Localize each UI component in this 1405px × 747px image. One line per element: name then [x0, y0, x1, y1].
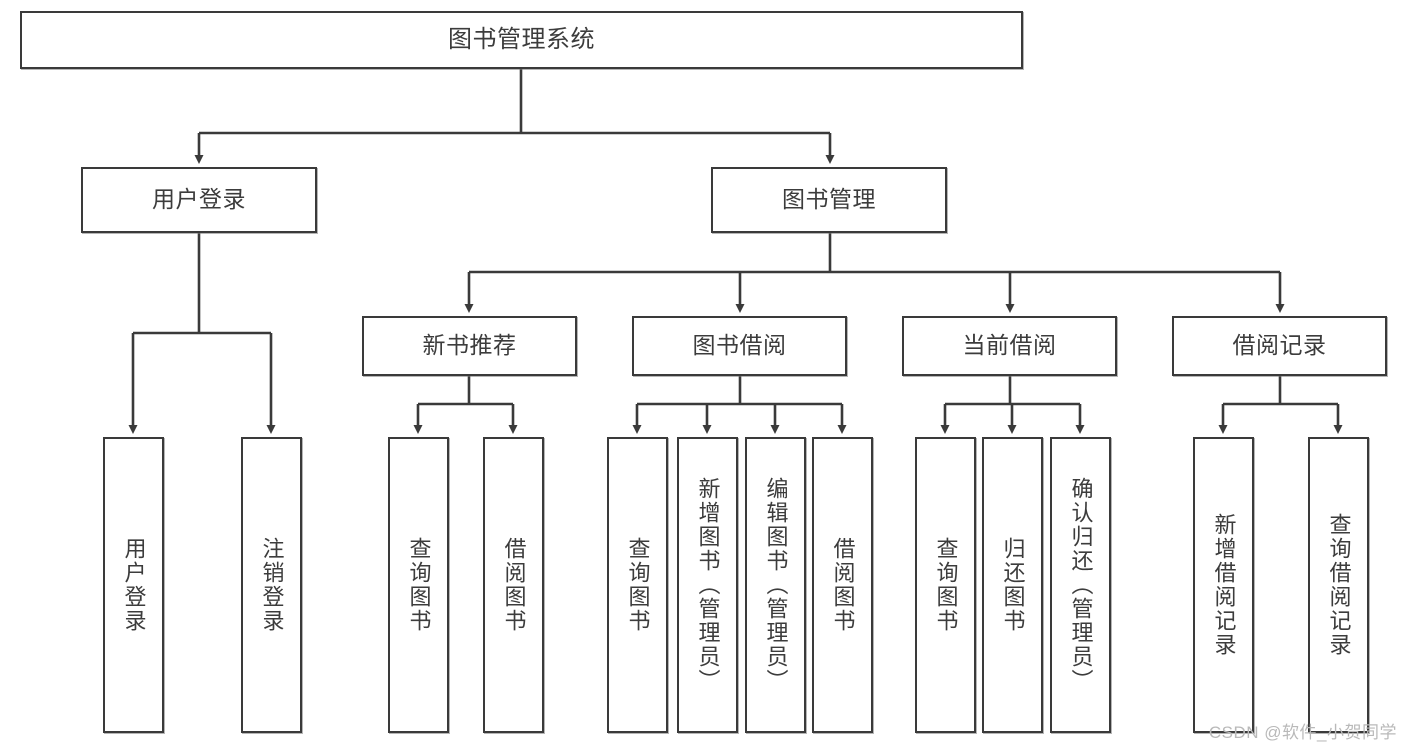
node-label: 用户登录	[152, 186, 246, 213]
leaf-add-book-admin[interactable]: 新增图书（管理员）	[677, 437, 738, 733]
leaf-edit-book-admin[interactable]: 编辑图书（管理员）	[745, 437, 806, 733]
node-label: 查询图书	[625, 537, 651, 633]
leaf-return-book[interactable]: 归还图书	[982, 437, 1043, 733]
leaf-logout[interactable]: 注销登录	[241, 437, 302, 733]
leaf-confirm-return-admin[interactable]: 确认归还（管理员）	[1050, 437, 1111, 733]
node-label: 查询借阅记录	[1326, 513, 1352, 657]
leaf-borrow-book[interactable]: 借阅图书	[812, 437, 873, 733]
node-label: 确认归还（管理员）	[1068, 477, 1094, 693]
node-new-book-recommend[interactable]: 新书推荐	[362, 316, 577, 376]
node-label: 查询图书	[406, 537, 432, 633]
node-label: 借阅图书	[501, 537, 527, 633]
node-label: 查询图书	[933, 537, 959, 633]
csdn-watermark: CSDN @软件_小贺同学	[1208, 723, 1397, 742]
node-label: 归还图书	[1000, 537, 1026, 633]
node-label: 图书管理	[782, 186, 876, 213]
node-label: 图书借阅	[692, 332, 787, 359]
node-label: 图书管理系统	[448, 25, 595, 53]
leaf-query-book-borrow[interactable]: 查询图书	[607, 437, 668, 733]
node-user-login[interactable]: 用户登录	[81, 167, 317, 233]
node-label: 借阅图书	[830, 537, 856, 633]
node-book-borrow[interactable]: 图书借阅	[632, 316, 847, 376]
node-borrow-record[interactable]: 借阅记录	[1172, 316, 1387, 376]
leaf-add-borrow-record[interactable]: 新增借阅记录	[1193, 437, 1254, 733]
leaf-query-book-recommend[interactable]: 查询图书	[388, 437, 449, 733]
leaf-user-login[interactable]: 用户登录	[103, 437, 164, 733]
node-book-management[interactable]: 图书管理	[711, 167, 947, 233]
node-label: 新书推荐	[422, 332, 517, 359]
node-label: 注销登录	[259, 537, 285, 633]
node-label: 用户登录	[121, 537, 147, 633]
node-label: 借阅记录	[1232, 332, 1327, 359]
leaf-query-book-current[interactable]: 查询图书	[915, 437, 976, 733]
leaf-borrow-book-recommend[interactable]: 借阅图书	[483, 437, 544, 733]
node-label: 新增图书（管理员）	[695, 477, 721, 693]
leaf-query-borrow-record[interactable]: 查询借阅记录	[1308, 437, 1369, 733]
node-current-borrow[interactable]: 当前借阅	[902, 316, 1117, 376]
node-label: 当前借阅	[962, 332, 1057, 359]
node-label: 新增借阅记录	[1211, 513, 1237, 657]
node-label: 编辑图书（管理员）	[763, 477, 789, 693]
node-root-book-management-system[interactable]: 图书管理系统	[20, 11, 1023, 69]
